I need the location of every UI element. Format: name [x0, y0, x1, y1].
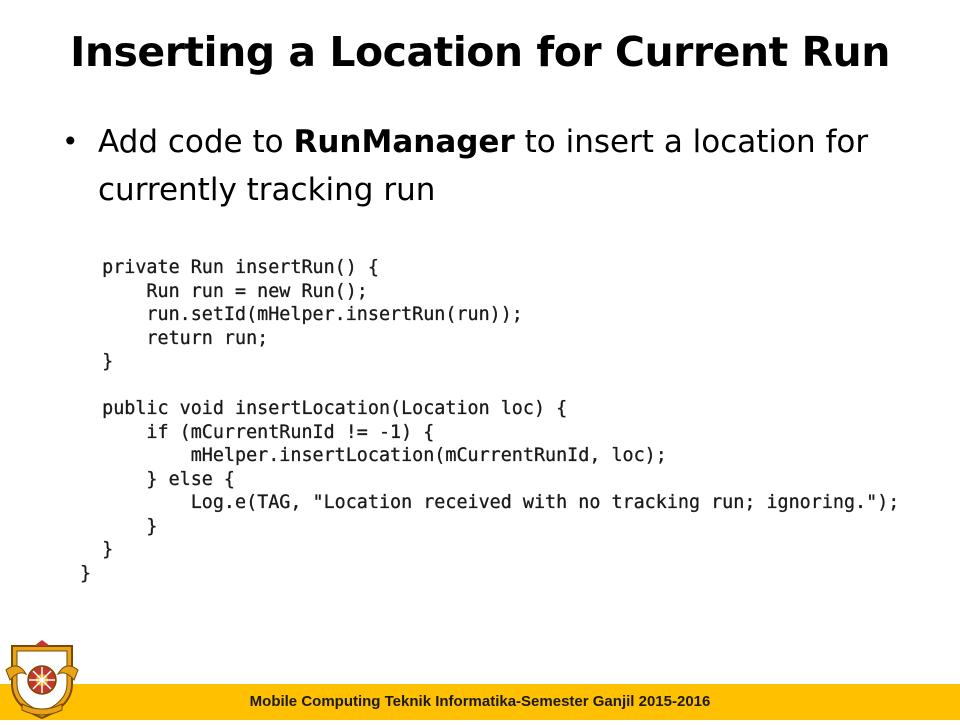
bullet-text-emphasis: RunManager — [293, 124, 515, 160]
university-seal-icon — [4, 640, 80, 720]
bullet-text: Add code to RunManager to insert a locat… — [62, 118, 912, 214]
bullet-text-prefix: Add code to — [98, 124, 294, 160]
footer-bar: Mobile Computing Teknik Informatika-Seme… — [0, 684, 960, 720]
footer-text: Mobile Computing Teknik Informatika-Seme… — [249, 693, 711, 710]
bullet-list-item: • Add code to RunManager to insert a loc… — [62, 118, 912, 214]
code-snippet: private Run insertRun() { Run run = new … — [80, 257, 900, 584]
slide-title: Inserting a Location for Current Run — [70, 28, 890, 76]
bullet-dot-icon: • — [62, 125, 79, 158]
bullet-text-suffix: to insert a location for currently track… — [98, 124, 869, 208]
